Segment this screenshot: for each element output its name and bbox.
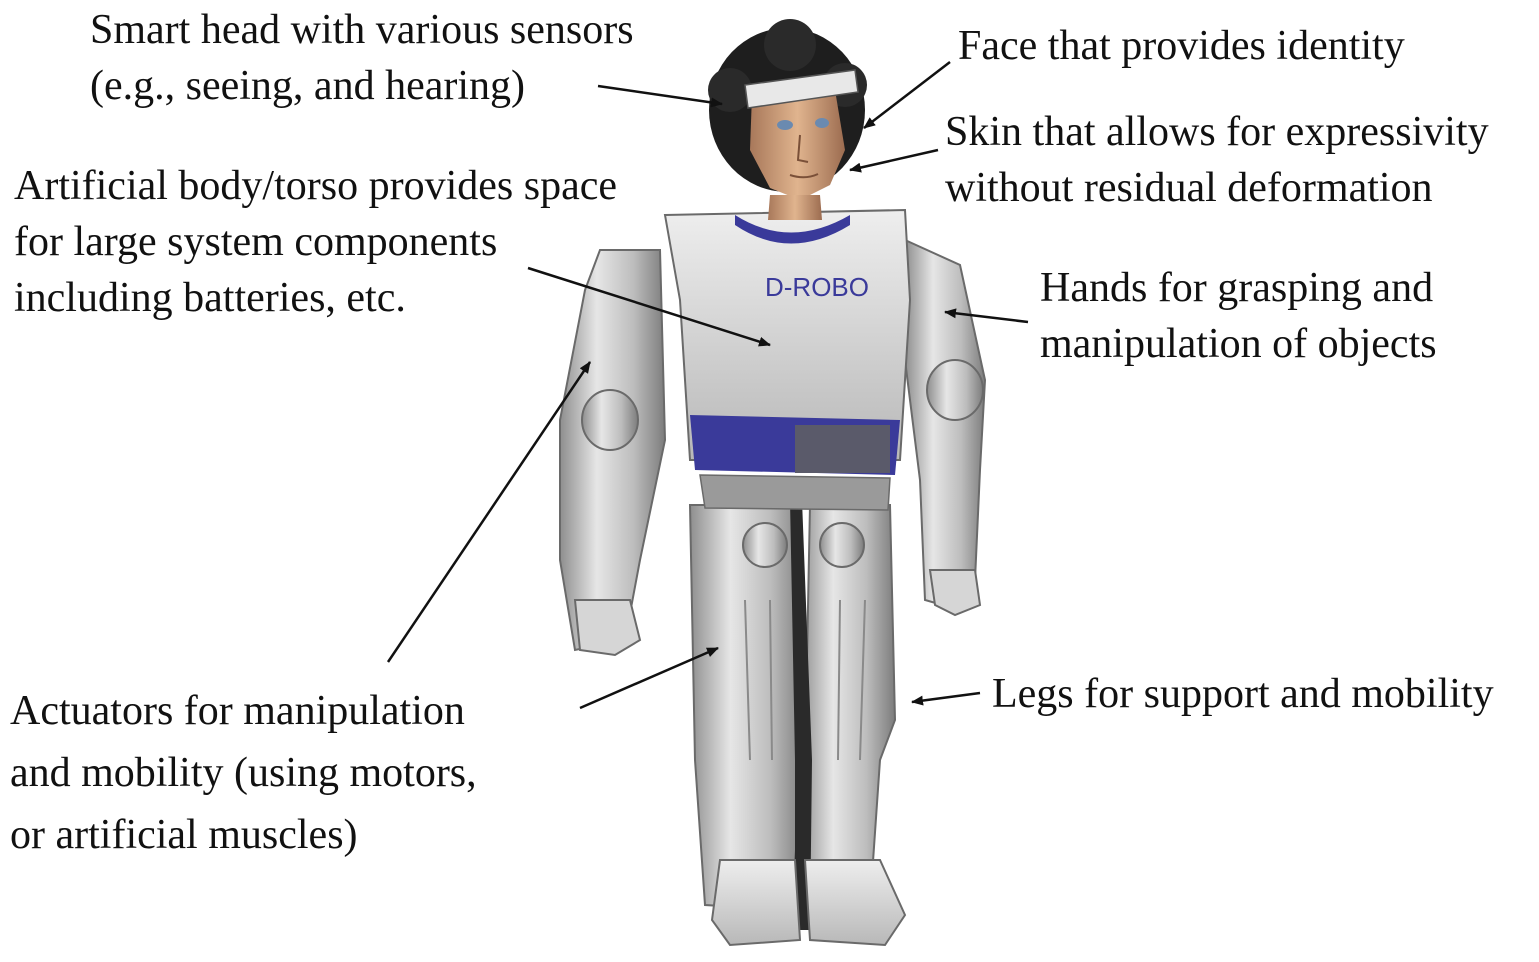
label-actuators-line-3: or artificial muscles) [10, 804, 477, 866]
label-actuators: Actuators for manipulation and mobility … [10, 680, 477, 866]
chest-logo-text: D-ROBO [765, 272, 869, 302]
label-torso-line-3: including batteries, etc. [14, 270, 617, 326]
label-legs: Legs for support and mobility [992, 666, 1494, 722]
label-skin-line-1: Skin that allows for expressivity [945, 104, 1489, 160]
label-actuators-line-1: Actuators for manipulation [10, 680, 477, 742]
label-torso-line-2: for large system components [14, 214, 617, 270]
arrow-legs [912, 693, 980, 702]
label-torso-line-1: Artificial body/torso provides space [14, 158, 617, 214]
robot-illustration: D-ROBO [560, 19, 985, 945]
robot-legs [690, 500, 905, 945]
label-hands-line-2: manipulation of objects [1040, 316, 1437, 372]
label-hands-line-1: Hands for grasping and [1040, 260, 1437, 316]
label-actuators-line-2: and mobility (using motors, [10, 742, 477, 804]
label-skin-line-2: without residual deformation [945, 160, 1489, 216]
label-head-line-2: (e.g., seeing, and hearing) [90, 58, 634, 114]
arrow-skin [850, 150, 938, 170]
label-legs-line-1: Legs for support and mobility [992, 666, 1494, 722]
arrow-face [864, 62, 950, 128]
label-face: Face that provides identity [958, 18, 1405, 74]
label-skin: Skin that allows for expressivity withou… [945, 104, 1489, 216]
label-hands: Hands for grasping and manipulation of o… [1040, 260, 1437, 372]
robot-torso: D-ROBO [665, 210, 910, 510]
label-head-line-1: Smart head with various sensors [90, 2, 634, 58]
robot-head [708, 19, 867, 220]
label-torso: Artificial body/torso provides space for… [14, 158, 617, 326]
label-head: Smart head with various sensors (e.g., s… [90, 2, 634, 114]
label-face-line-1: Face that provides identity [958, 18, 1405, 74]
